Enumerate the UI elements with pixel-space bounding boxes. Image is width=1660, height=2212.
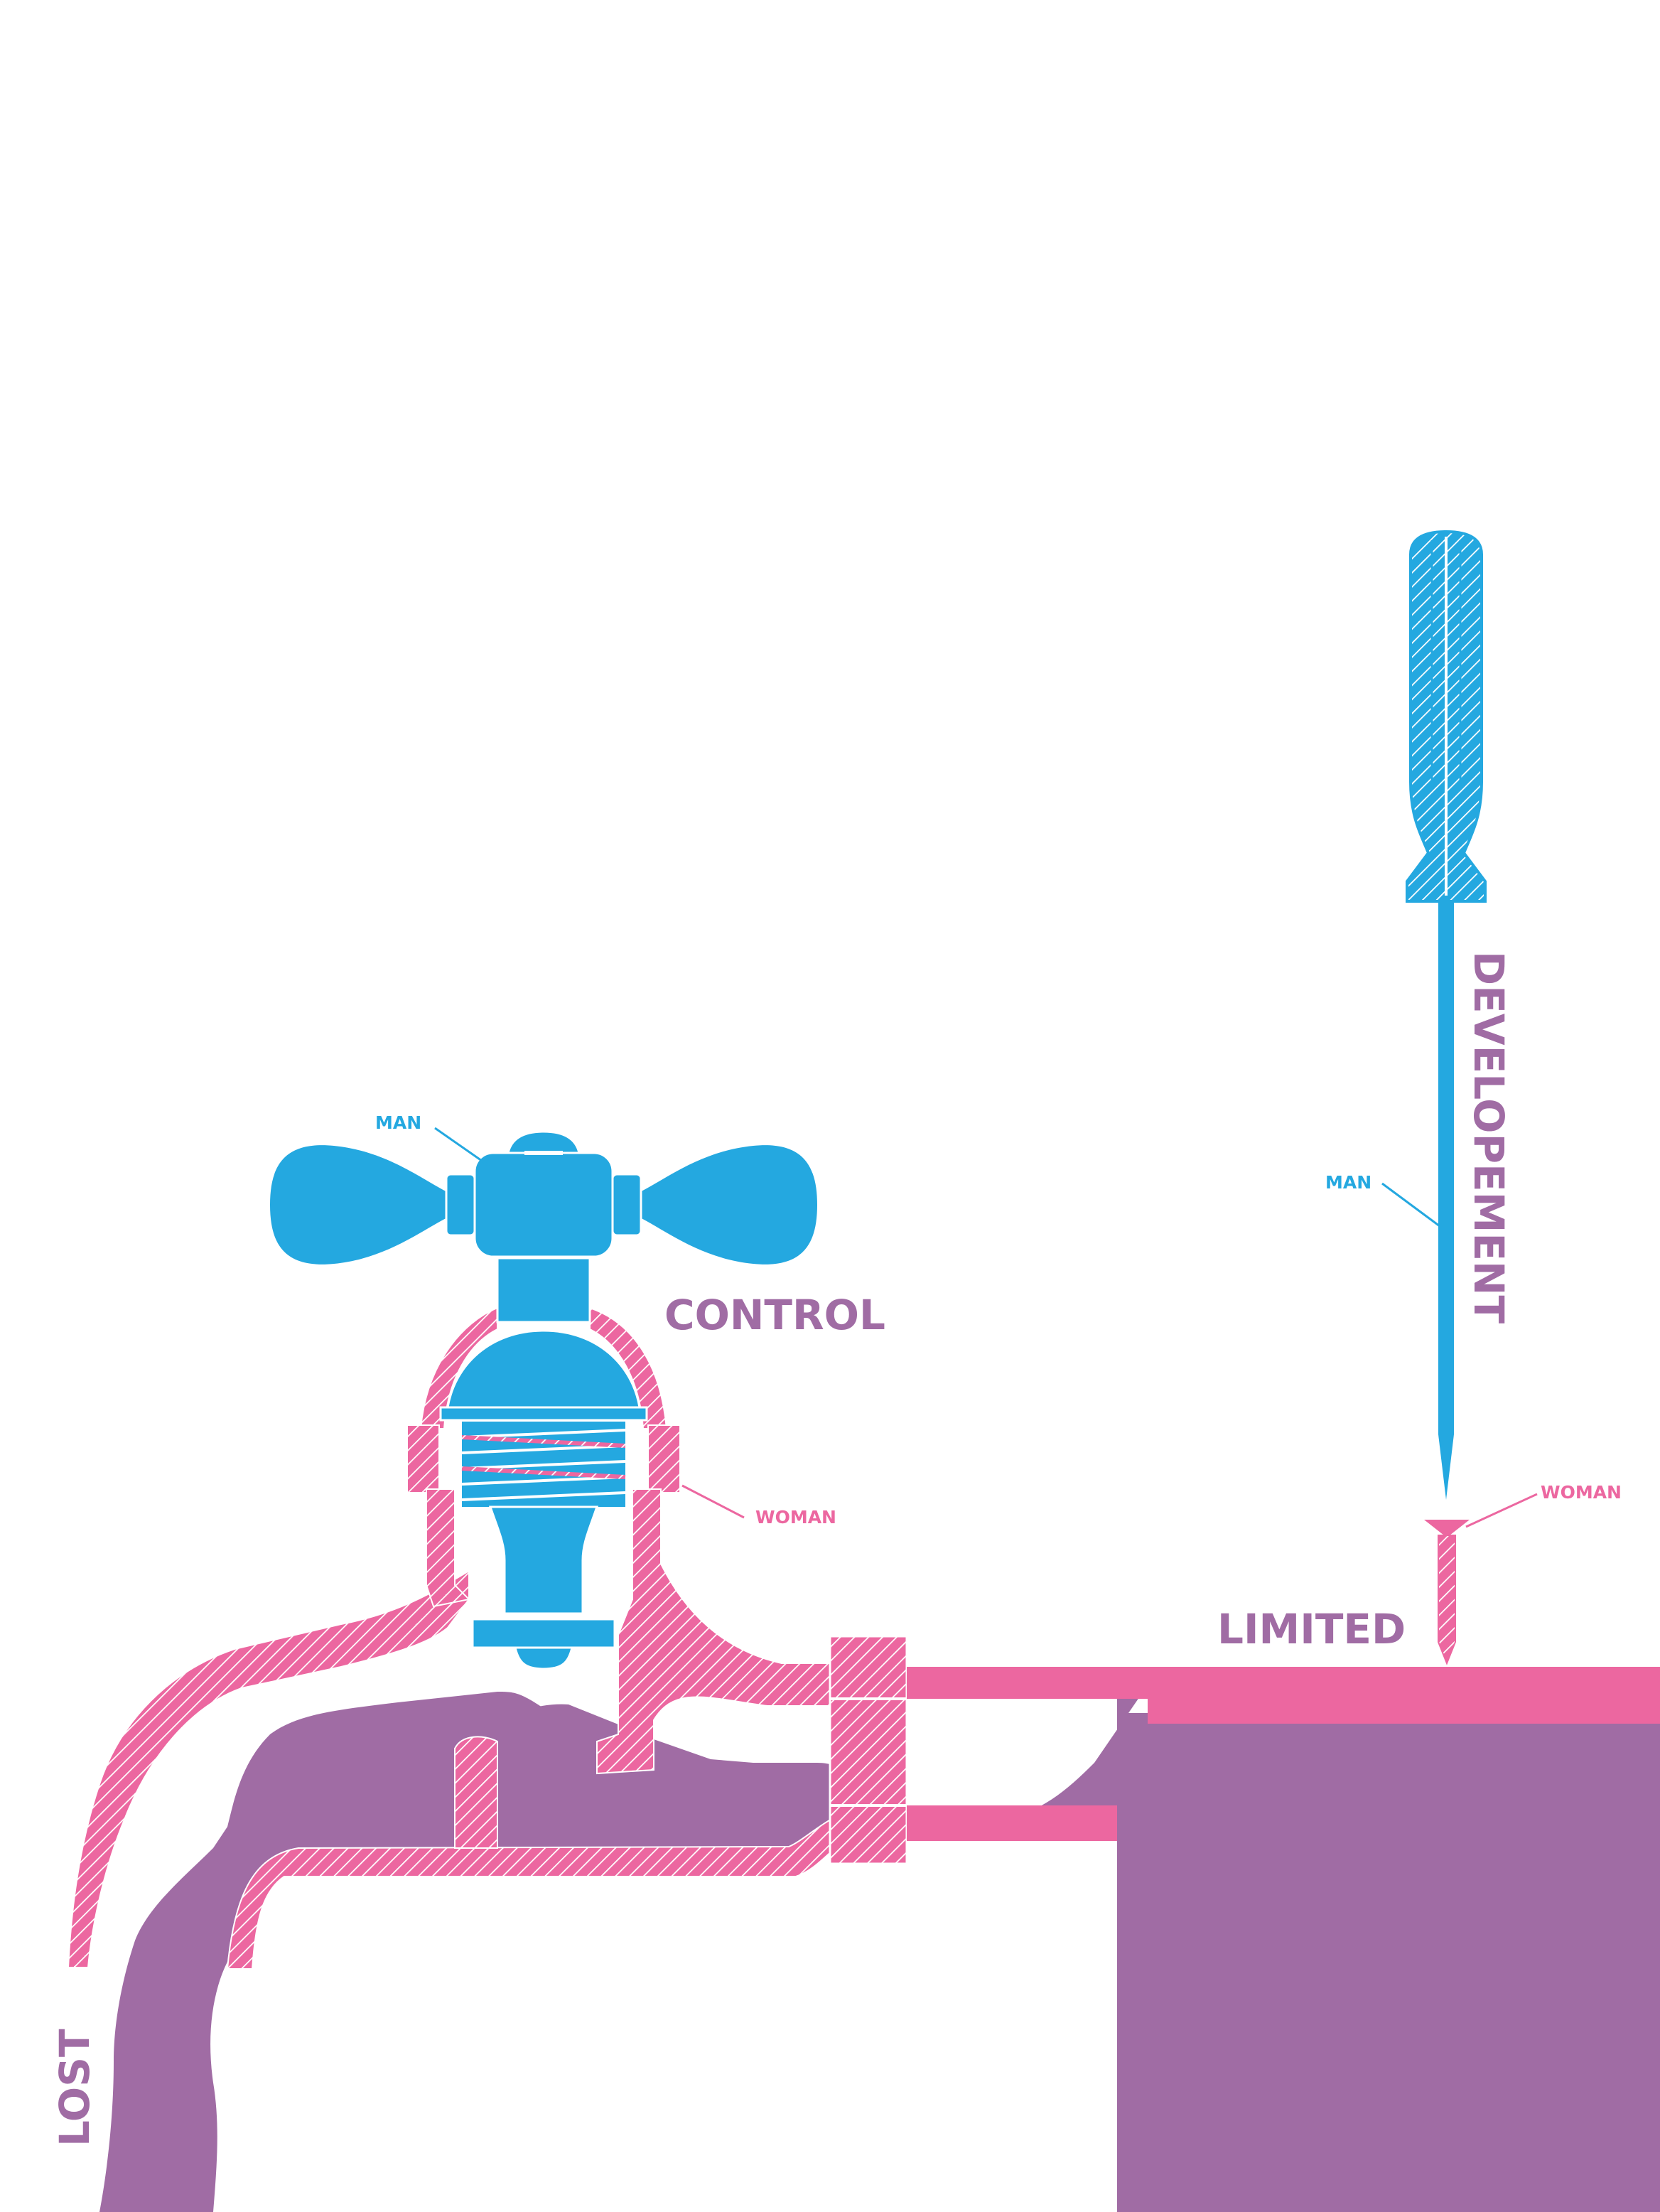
handle-neck (496, 1257, 591, 1324)
label-control: CONTROL (664, 1291, 885, 1339)
label-screwdriver-man: MAN (1325, 1172, 1371, 1193)
spout-water (433, 1704, 839, 1852)
spout-shell (67, 1569, 470, 1968)
label-lost: LOST (50, 2029, 99, 2147)
label-screw-woman: WOMAN (1541, 1482, 1622, 1503)
stem-spindle (488, 1505, 599, 1615)
screwdriver-shaft (1438, 901, 1454, 1434)
handle-right-lever (632, 1145, 817, 1265)
wall-block (1117, 1713, 1660, 2212)
label-limited: LIMITED (1217, 1605, 1406, 1653)
label-development: DEVELOPEMENT (1465, 951, 1513, 1324)
inner-baffle (454, 1736, 498, 1849)
screw-icon (1424, 1520, 1470, 1665)
collar-left (406, 1424, 440, 1493)
upper-pipe (907, 1667, 1660, 1724)
body-wall-right (596, 1488, 832, 1775)
screwdriver-icon (1406, 530, 1487, 1500)
screw-head (1424, 1520, 1470, 1535)
label-tap-woman: WOMAN (755, 1507, 836, 1528)
handle-hub (473, 1151, 614, 1258)
leader-lines (434, 1127, 1538, 1528)
lower-pipe (907, 1805, 1117, 1841)
label-tap-man: MAN (375, 1112, 421, 1133)
screw-shank (1438, 1535, 1456, 1665)
collar-right (647, 1424, 681, 1493)
hex-nut (829, 1635, 908, 1865)
stem-dome (446, 1329, 641, 1409)
stem-threads (461, 1422, 626, 1507)
faucet-handle-icon (270, 1130, 817, 1670)
handle-left-lever (270, 1145, 455, 1265)
body-wall-left (426, 1488, 471, 1608)
screwdriver-tip (1438, 1434, 1454, 1500)
faucet-body-icon (67, 1306, 1660, 1970)
